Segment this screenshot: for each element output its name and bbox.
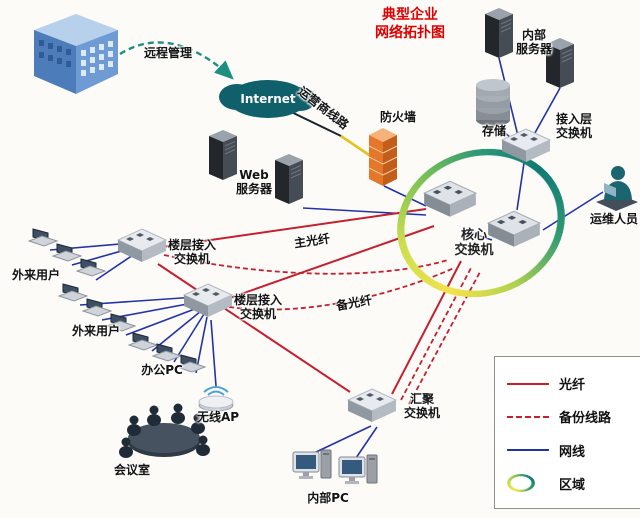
switch-icon (486, 210, 542, 247)
zone-ring-sample (507, 474, 535, 493)
label-meeting-room: 会议室 (113, 463, 150, 477)
wireless-ap-icon (198, 386, 234, 412)
label-remote-mgmt: 远程管理 (143, 46, 192, 60)
desktop-pc-icon (292, 449, 332, 479)
switch-icon (182, 283, 234, 317)
label-wireless-ap: 无线AP (196, 410, 240, 424)
laptop-icon (58, 283, 88, 302)
node-access-switch (500, 126, 552, 164)
carrier-line-yellow (340, 134, 373, 159)
node-ops-staff (592, 162, 638, 214)
label-external-user-2: 外来用户 (71, 324, 120, 338)
label-firewall: 防火墙 (379, 110, 416, 124)
tower-server-icon (546, 38, 574, 88)
laptop-icon (52, 243, 82, 262)
node-ext2-laptop-3 (106, 313, 136, 335)
node-core-switch-2 (486, 208, 542, 249)
node-ext2-laptop-1 (58, 283, 88, 305)
legend-label-zone: 区域 (559, 477, 586, 493)
legend-item-zone: 区域 (507, 474, 640, 493)
node-office-laptop-1 (128, 332, 158, 354)
legend-label-cable: 网线 (559, 444, 586, 460)
node-storage (472, 78, 514, 128)
node-internal-server-2 (541, 36, 579, 90)
laptop-icon (176, 354, 206, 373)
legend-label-fiber: 光纤 (559, 378, 586, 394)
node-internet-cloud: Internet (219, 80, 316, 118)
node-office-laptop-2 (152, 343, 182, 365)
label-internal-server: 内部 服务器 (515, 28, 552, 57)
laptop-icon (28, 228, 58, 247)
backup-line-sample (507, 415, 549, 418)
tower-server-icon (275, 154, 303, 204)
legend-item-fiber: 光纤 (507, 374, 640, 393)
node-ext-laptop-1 (28, 228, 58, 250)
meeting-room-icon (119, 403, 210, 458)
node-firewall (366, 126, 400, 188)
node-core-switch-1 (422, 178, 478, 219)
cable-line-sample (507, 449, 549, 452)
node-ext2-laptop-2 (82, 298, 112, 320)
label-agg-switch: 汇聚 交换机 (403, 392, 440, 421)
node-internal-pc-1 (292, 448, 332, 490)
desktop-pc-icon (338, 454, 378, 484)
label-external-user-1: 外来用户 (11, 268, 60, 282)
switch-icon (500, 128, 552, 162)
label-floor-switch-1: 楼层接入 交换机 (167, 238, 216, 267)
label-floor-switch-2: 楼层接入 交换机 (233, 293, 282, 322)
tower-server-icon (209, 130, 237, 180)
switch-icon (116, 228, 168, 262)
label-access-switch: 接入层 交换机 (555, 112, 592, 141)
label-web-server: Web 服务器 (235, 168, 272, 197)
label-ops-staff: 运维人员 (589, 212, 638, 226)
laptop-icon (106, 313, 136, 332)
laptop-icon (152, 343, 182, 362)
switch-icon (422, 180, 478, 217)
node-web-server-1 (204, 128, 242, 182)
office-building-icon (34, 14, 118, 94)
node-web-server-2 (270, 152, 308, 206)
label-office-pc: 办公PC (141, 363, 183, 377)
node-internal-pc-2 (338, 453, 378, 495)
node-floor-switch-2 (182, 281, 234, 319)
fiber-line-sample (507, 382, 549, 385)
node-headquarters-building (30, 12, 122, 96)
legend-item-cable: 网线 (507, 441, 640, 460)
remote-management-arrow (119, 41, 234, 80)
firewall-icon (368, 128, 398, 186)
node-agg-switch (346, 384, 398, 426)
node-wireless-ap (192, 380, 240, 412)
tower-server-icon (485, 8, 513, 58)
laptop-icon (128, 332, 158, 351)
label-storage: 存储 (481, 124, 506, 138)
operator-person-icon (596, 166, 638, 211)
node-internal-server-1 (480, 6, 518, 60)
laptop-icon (82, 298, 112, 317)
internet-label: Internet (240, 92, 296, 106)
node-office-laptop-3 (176, 354, 206, 376)
node-meeting-room (118, 398, 210, 468)
node-floor-switch-1 (116, 226, 168, 264)
legend-box: 光纤 备份线路 网线 区域 (494, 356, 640, 509)
label-core-switch: 核心 交换机 (454, 228, 494, 259)
node-ext-laptop-2 (52, 243, 82, 265)
laptop-icon (76, 258, 106, 277)
diagram-title: 典型企业 网络拓扑图 (375, 7, 445, 42)
legend-item-backup: 备份线路 (507, 407, 640, 426)
node-ext-laptop-3 (76, 258, 106, 280)
label-internal-pc: 内部PC (307, 491, 349, 505)
switch-icon (346, 388, 398, 422)
storage-array-icon (476, 79, 510, 126)
legend-label-backup: 备份线路 (559, 411, 612, 427)
